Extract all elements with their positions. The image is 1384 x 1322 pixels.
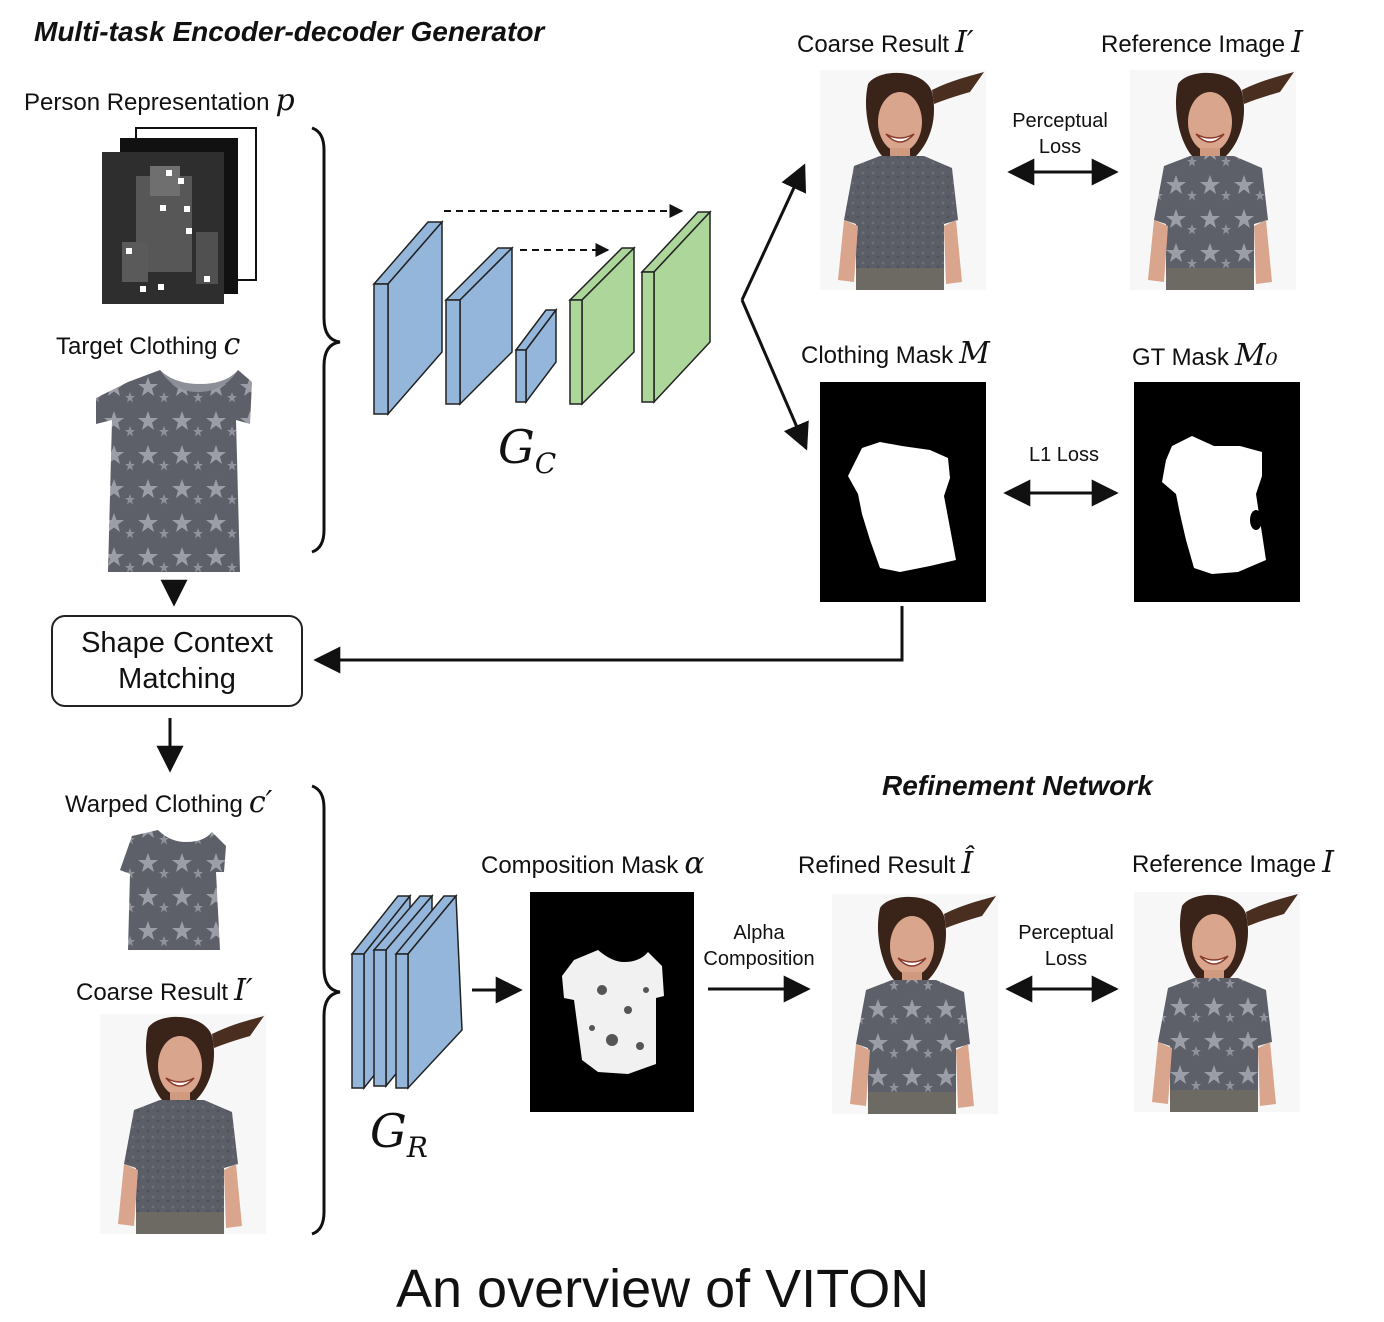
l1-loss-label: L1 Loss	[1028, 444, 1100, 466]
reference-image-bottom-image	[1133, 891, 1301, 1113]
brace-top	[311, 126, 341, 554]
brace-bottom	[311, 784, 341, 1236]
gt-mask-image	[1134, 382, 1300, 602]
reference-image-top-image	[1129, 69, 1297, 291]
clothing-mask-image	[820, 382, 986, 602]
figure-caption: An overview of VITON	[396, 1259, 930, 1319]
person-representation-image	[102, 127, 257, 304]
arrow-mask-to-matching	[313, 606, 904, 674]
generator-header: Multi-task Encoder-decoder Generator	[34, 16, 545, 47]
refined-result-image	[831, 893, 999, 1115]
arrow-to-clothing-mask	[740, 299, 809, 451]
warped-clothing-image	[120, 830, 226, 950]
composition-mask-image	[530, 892, 694, 1112]
gr-network	[350, 893, 463, 1091]
gc-symbol: GC	[498, 420, 557, 480]
gc-network	[372, 210, 712, 417]
refinement-header: Refinement Network	[882, 770, 1153, 801]
coarse-result-bottom-image	[99, 1013, 267, 1235]
arrow-to-coarse-result	[740, 163, 807, 301]
coarse-result-top-image	[819, 69, 987, 291]
gr-symbol: GR	[370, 1104, 428, 1164]
target-clothing-image	[96, 370, 252, 572]
